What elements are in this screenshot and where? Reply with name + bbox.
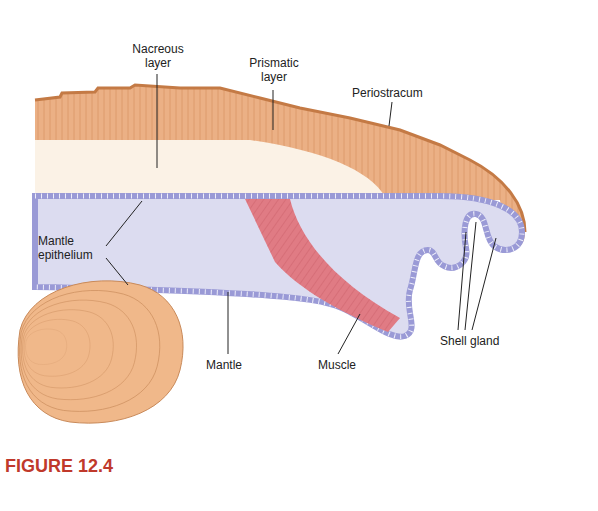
part-label: Mantle epithelium bbox=[38, 234, 108, 262]
nacreous-layer bbox=[35, 140, 385, 197]
layer-label: Nacreous layer bbox=[122, 42, 194, 70]
part-label: Muscle bbox=[318, 358, 356, 372]
clam-shell bbox=[18, 281, 183, 423]
part-label: Mantle bbox=[206, 358, 242, 372]
figure-number: FIGURE 12.4 bbox=[5, 456, 113, 476]
part-label: Shell gland bbox=[440, 334, 499, 348]
layer-label: Periostracum bbox=[352, 86, 423, 100]
muscle bbox=[245, 199, 400, 332]
layer-label: Prismatic layer bbox=[238, 56, 310, 84]
muscle-fibres bbox=[245, 199, 400, 332]
leader-lines bbox=[106, 74, 496, 354]
